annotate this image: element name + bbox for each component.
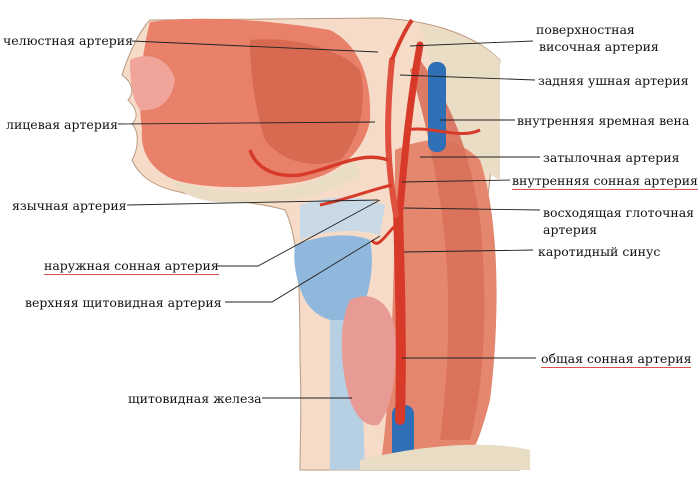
occipital-artery-vessel — [404, 127, 481, 135]
internal-carotid-artery — [396, 41, 424, 214]
temporal-artery-vessel — [390, 18, 414, 61]
label-jaw-artery: челюстная артерия — [3, 33, 134, 48]
label-superficial-temporal-line1: поверхностная — [536, 22, 635, 37]
label-thyroid-gland: щитовидная железа — [128, 391, 262, 406]
leader-lines — [117, 40, 541, 399]
superior-thyroid-vessel — [370, 223, 398, 245]
mandible-bone — [170, 160, 360, 204]
label-external-carotid-artery: наружная сонная артерия — [44, 258, 219, 275]
label-carotid-sinus: каротидный синус — [538, 244, 661, 259]
facial-artery-vessel — [248, 149, 389, 178]
label-posterior-auricular-artery: задняя ушная артерия — [538, 73, 689, 88]
common-carotid-artery — [393, 205, 406, 425]
clavicle — [360, 444, 530, 470]
hyoid-region — [300, 197, 385, 240]
jugular-vein-upper — [428, 62, 446, 152]
lip-muscle — [130, 56, 175, 111]
sternocleido-muscle — [410, 60, 485, 440]
lingual-artery-vessel — [319, 183, 393, 207]
label-ascending-pharyngeal-line2: артерия — [543, 222, 597, 237]
label-ascending-pharyngeal-line1: восходящая глоточная — [543, 205, 695, 220]
label-lingual-artery: язычная артерия — [12, 198, 127, 213]
external-carotid-artery — [385, 57, 399, 218]
masseter-muscle — [250, 39, 364, 164]
label-internal-jugular-vein: внутренняя яремная вена — [517, 113, 690, 128]
label-facial-artery: лицевая артерия — [6, 117, 119, 132]
label-common-carotid-artery: общая сонная артерия — [541, 351, 692, 368]
label-superior-thyroid-artery: верхняя щитовидная артерия — [25, 295, 222, 310]
label-superficial-temporal-line2: височная артерия — [539, 39, 659, 54]
label-internal-carotid-artery: внутренняя сонная артерия — [512, 173, 698, 190]
thyroid-gland — [341, 296, 396, 426]
label-occipital-artery: затылочная артерия — [543, 150, 680, 165]
